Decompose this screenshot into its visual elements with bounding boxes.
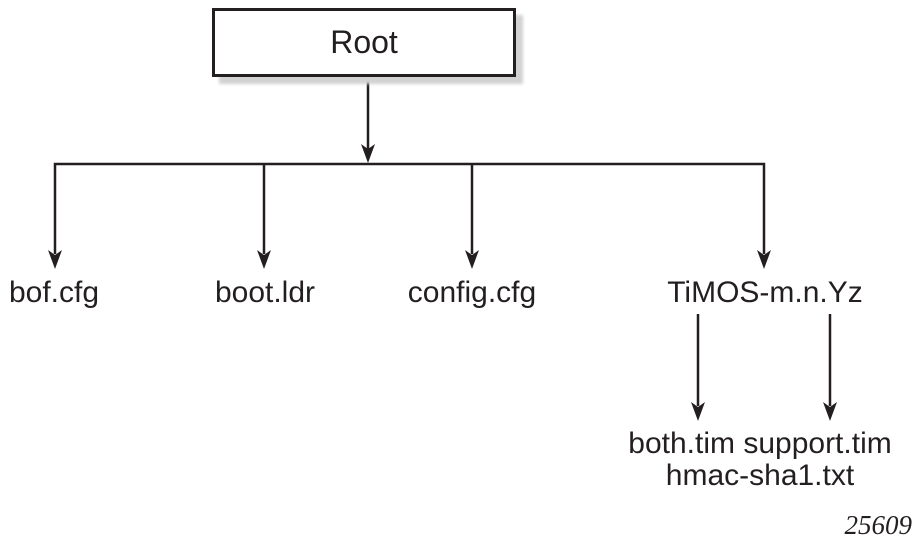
node-timos-files: both.tim support.tim hmac-sha1.txt bbox=[610, 428, 910, 492]
node-boot-ldr: boot.ldr bbox=[214, 276, 316, 309]
timos-files-line2: hmac-sha1.txt bbox=[665, 459, 855, 492]
node-timos-directory: TiMOS-m.n.Yz bbox=[667, 276, 863, 309]
node-bof-cfg: bof.cfg bbox=[8, 276, 100, 309]
arrowhead-down-icon bbox=[48, 250, 62, 269]
node-config-cfg: config.cfg bbox=[407, 276, 537, 309]
arrowhead-down-icon bbox=[465, 250, 479, 269]
arrowhead-down-icon bbox=[257, 250, 271, 269]
arrowhead-down-icon bbox=[823, 402, 837, 421]
timos-files-line1: both.tim support.tim bbox=[628, 427, 892, 460]
arrowhead-down-icon bbox=[757, 250, 771, 269]
arrowhead-down-icon bbox=[361, 144, 375, 163]
node-root-label: Root bbox=[330, 24, 398, 60]
node-root: Root bbox=[212, 8, 516, 77]
arrowhead-down-icon bbox=[691, 402, 705, 421]
branch-bar-line bbox=[53, 162, 766, 254]
figure-number: 25609 bbox=[844, 510, 913, 540]
